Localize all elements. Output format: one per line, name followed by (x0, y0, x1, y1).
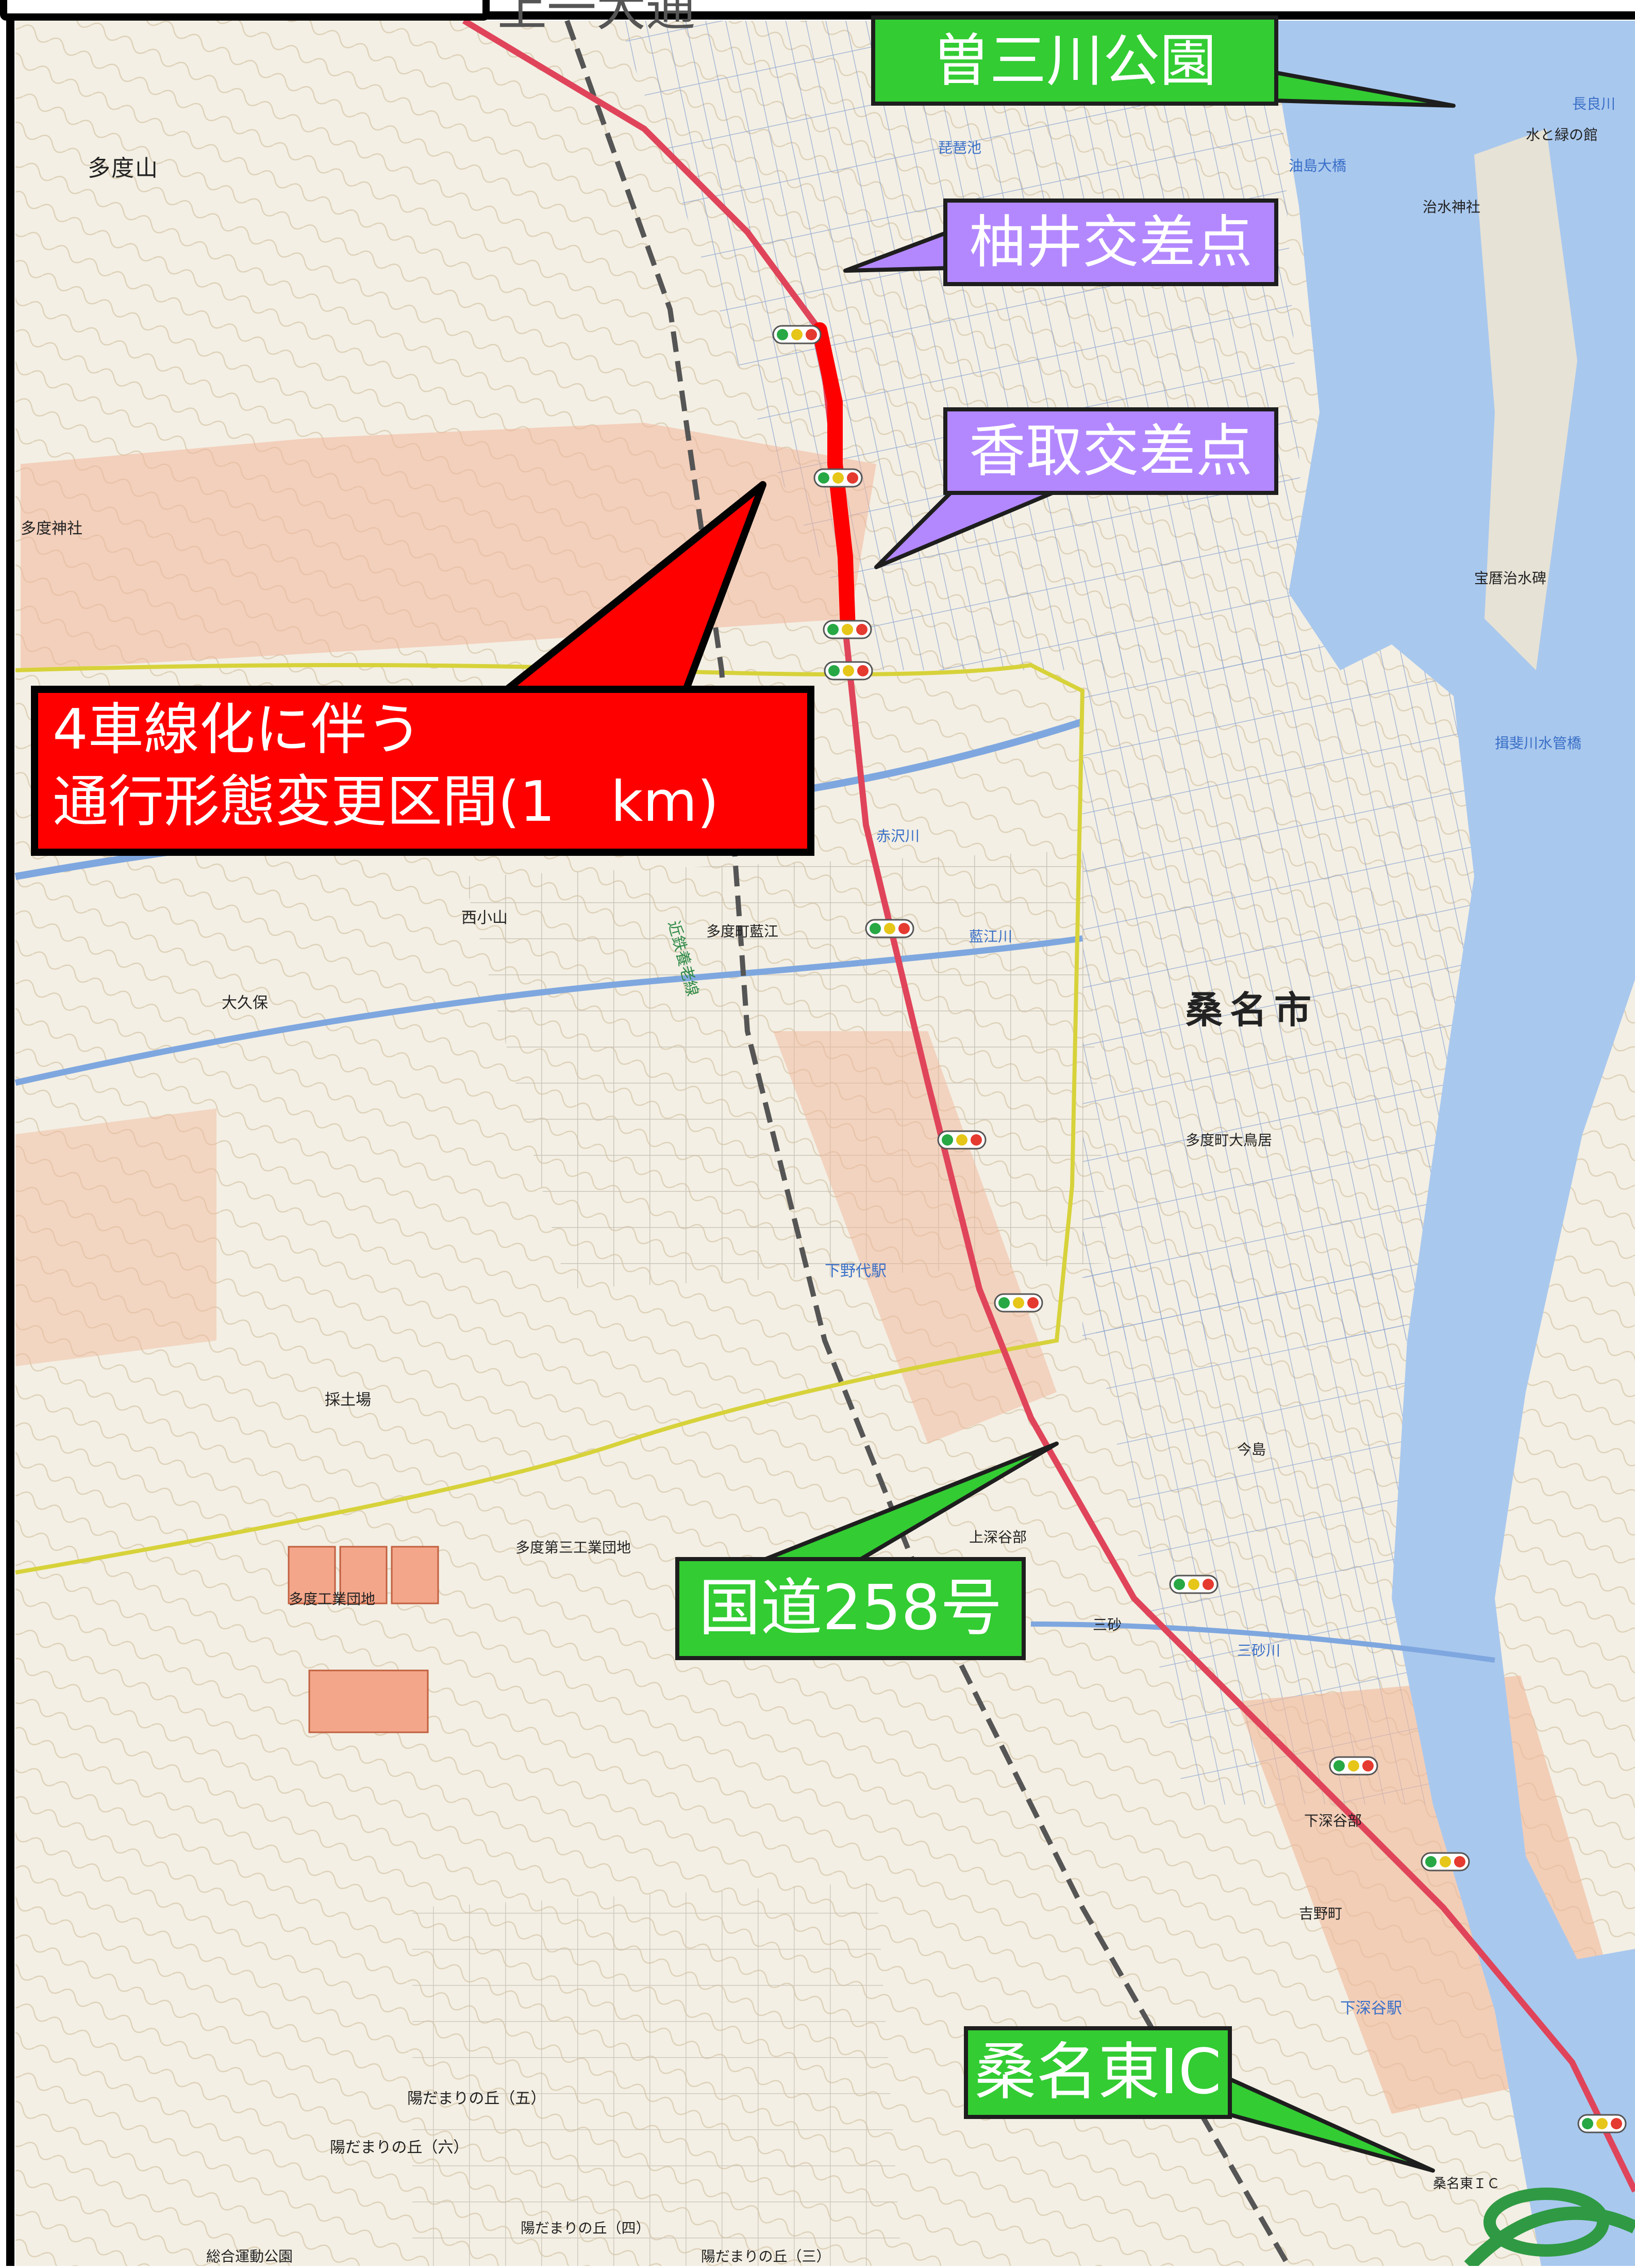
nagaragawa-label: 長良川 (1572, 95, 1616, 112)
lane-change-section (812, 322, 856, 637)
route-258-callout: 国道258号 (675, 1557, 1026, 1660)
map-frame (6, 11, 1635, 2268)
houreki-label: 宝暦治水碑 (1474, 570, 1547, 587)
header-box (0, 0, 490, 21)
aburajima-bridge-label: 油島大橋 (1289, 157, 1347, 174)
industrial-estate-label: 多度工業団地 (289, 1591, 376, 1608)
city-label: 桑名市 (1186, 988, 1319, 1032)
yoshino-label: 吉野町 (1299, 1905, 1343, 1922)
traffic-signal-icon (823, 620, 872, 639)
kuwana-higashi-ic-callout: 桑名東IC (964, 2026, 1232, 2119)
housing-grid-south (412, 1882, 902, 2266)
aie-river (14, 935, 1083, 1086)
aie-river-label: 藍江川 (969, 928, 1013, 945)
shrine-label: 多度神社 (21, 520, 82, 538)
youdamari6-label: 陽だまりの丘（六） (330, 2139, 469, 2157)
section-callout-line1: 4車線化に伴う (53, 697, 422, 762)
youdamari5-label: 陽だまりの丘（五） (407, 2090, 546, 2108)
traffic-signal-icon (813, 468, 863, 488)
kamifukayabe-label: 上深谷部 (969, 1529, 1027, 1546)
traffic-signal-icon (1169, 1575, 1219, 1594)
yui-intersection-callout: 柚井交差点 (943, 198, 1278, 286)
traffic-signal-icon (824, 661, 873, 681)
shimofukayabe-label: 下深谷部 (1304, 1812, 1362, 1829)
traffic-signal-icon (994, 1293, 1043, 1313)
header-caption: 上一大通 (497, 0, 695, 37)
shimofukaya-station-label: 下深谷駅 (1340, 1999, 1402, 2017)
traffic-signal-icon (1421, 1852, 1470, 1872)
imajima-label: 今島 (1237, 1441, 1266, 1458)
katori-intersection-callout: 香取交差点 (943, 407, 1278, 495)
paddy-field-east (1082, 644, 1495, 1340)
tado-oshii-label: 多度町大鳥居 (1186, 1132, 1273, 1149)
traffic-signal-icon (1329, 1756, 1378, 1776)
traffic-signals (772, 325, 1627, 2133)
industrial-estate-blocks (288, 1546, 439, 1733)
park-callout: 曽三川公園 (871, 15, 1278, 106)
okubo-label: 大久保 (222, 994, 268, 1012)
lane-change-section-callout: 4車線化に伴う 通行形態変更区間(1 km) (31, 686, 814, 856)
traffic-signal-icon (772, 325, 822, 344)
paddy-field-central (464, 851, 1108, 1289)
mizutomidori-label: 水と緑の館 (1526, 126, 1598, 143)
nishi-koyama-label: 西小山 (461, 909, 508, 927)
traffic-signal-icon (1577, 2114, 1627, 2133)
municipal-boundary (15, 663, 1085, 1575)
built-up-along-route (773, 1031, 1057, 1444)
traffic-signal-icon (865, 919, 914, 938)
paddy-field-south (1082, 1263, 1495, 1805)
ibi-pipe-bridge-label: 揖斐川水管橋 (1495, 735, 1582, 752)
route-258 (462, 18, 1635, 2193)
akasawa-river-label: 赤沢川 (876, 827, 920, 845)
paddy-field-north (619, 21, 1309, 670)
kintetsu-yoro-line (564, 20, 1291, 2267)
saido-label: 採土場 (325, 1391, 371, 1409)
tado-aie-label: 多度町藍江 (706, 923, 779, 940)
mountain-label: 多度山 (88, 155, 159, 181)
third-industrial-label: 多度第三工業団地 (515, 1539, 631, 1556)
river-sandbar (1474, 129, 1577, 670)
youdamari3-label: 陽だまりの丘（三） (701, 2248, 831, 2265)
biwaike-label: 琵琶池 (938, 139, 982, 156)
kuwana-higashi-interchange (1464, 2188, 1635, 2268)
traffic-signal-icon (937, 1130, 987, 1150)
youdamari4-label: 陽だまりの丘（四） (521, 2220, 650, 2237)
sansa-river-label: 三砂川 (1237, 1642, 1281, 1659)
chisui-shrine-label: 治水神社 (1423, 198, 1481, 216)
sansa-label: 三砂 (1093, 1616, 1122, 1633)
sansa-river (1030, 1621, 1495, 1663)
shimonoshiro-station-label: 下野代駅 (825, 1262, 887, 1280)
kuwana-higashi-small-label: 桑名東ＩＣ (1433, 2176, 1500, 2192)
built-up-west (15, 1108, 216, 1366)
section-callout-line2: 通行形態変更区間(1 km) (53, 770, 719, 834)
sports-park-label: 総合運動公園 (206, 2248, 293, 2265)
